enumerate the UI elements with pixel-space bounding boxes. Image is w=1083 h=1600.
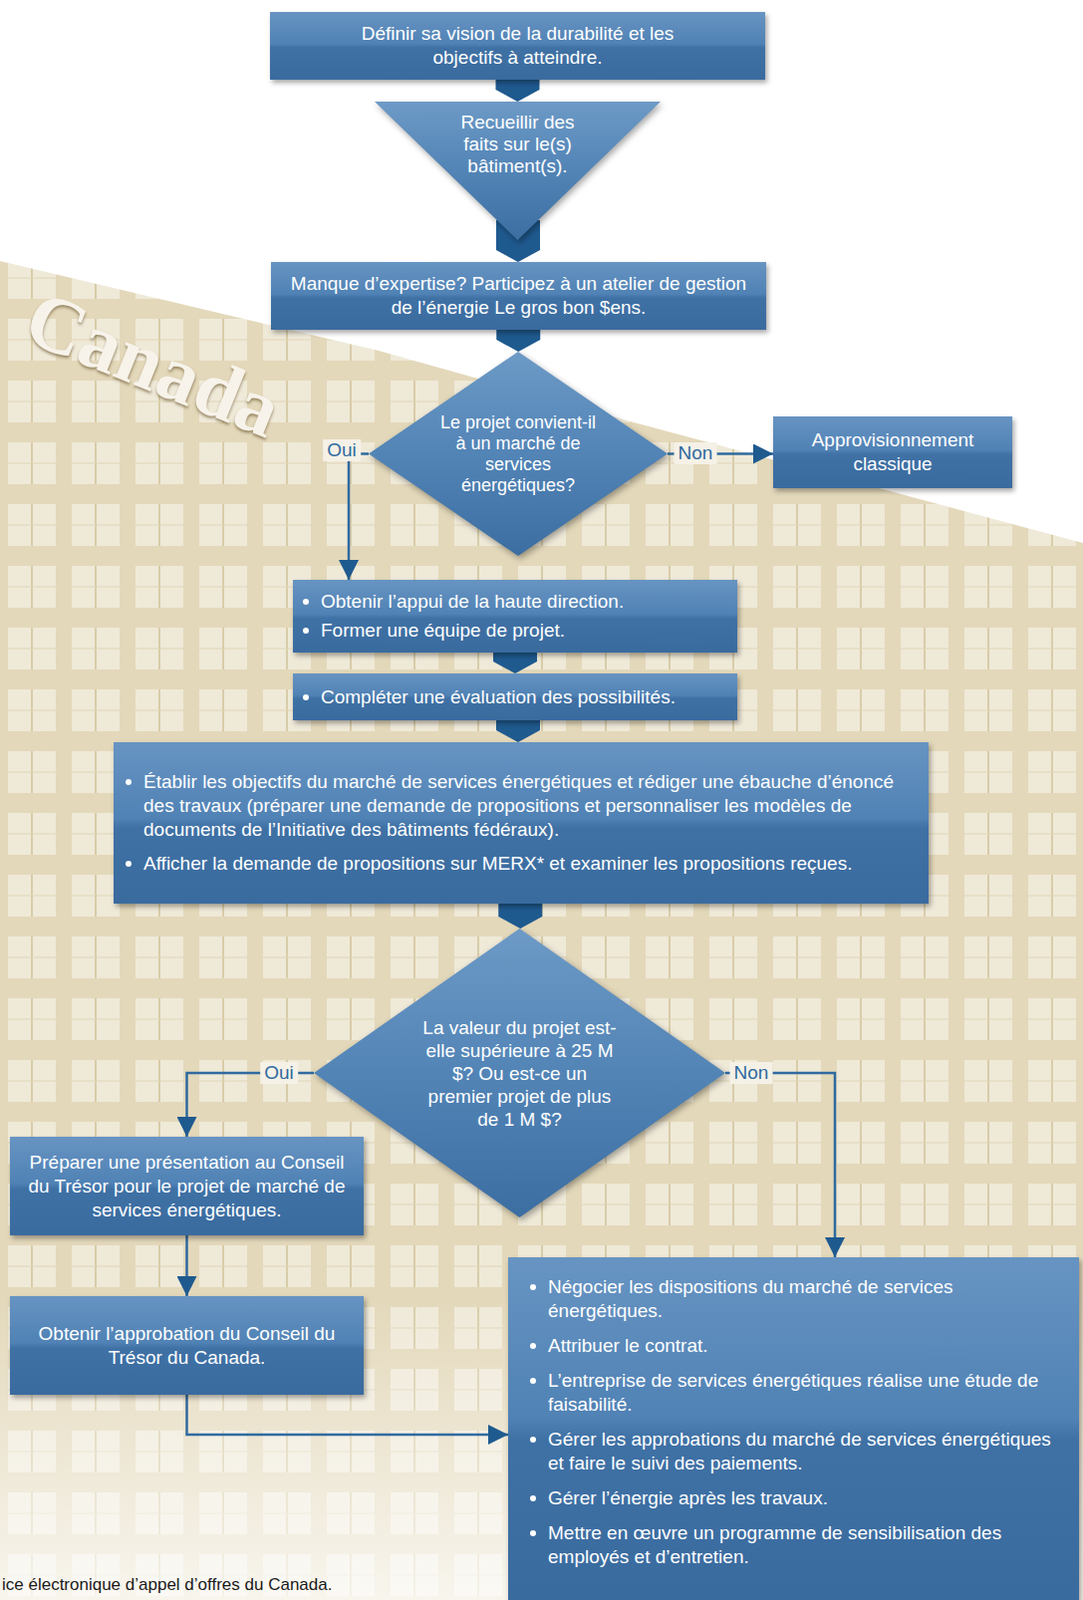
node-text: Le projet convient-il à un marché de ser… — [433, 412, 603, 497]
bullet-item: Attribuer le contrat. — [530, 1334, 1064, 1358]
bullet-dot — [125, 779, 132, 786]
node-text: Obtenir l’approbation du Conseil du Trés… — [37, 1322, 337, 1370]
shape-fill — [313, 928, 726, 1218]
text-group: Recueillir des faits sur le(s) bâtiment(… — [442, 111, 594, 178]
building-sign: Canada — [14, 274, 293, 453]
bullet-item: Établir les objectifs du marché de servi… — [125, 770, 913, 842]
bullet-item: Compléter une évaluation des possibilité… — [302, 685, 726, 710]
flow-arrow — [348, 454, 369, 581]
bullet-item: Gérer les approbations du marché de serv… — [530, 1427, 1064, 1476]
text-group: Négocier les dispositions du marché de s… — [530, 1275, 1064, 1570]
flow-arrow — [725, 1073, 835, 1258]
shape-fill — [368, 351, 668, 556]
shape-fill — [374, 101, 661, 241]
edge-label: Non — [730, 1062, 774, 1084]
node-text: La valeur du projet est-elle supérieure … — [420, 1016, 620, 1131]
text-group: Établir les objectifs du marché de servi… — [125, 770, 913, 876]
process-box: Préparer une présentation au Conseil du … — [9, 1136, 364, 1236]
node-text: Recueillir des faits sur le(s) bâtiment(… — [442, 111, 594, 178]
process-box: Définir sa vision de la durabilité et le… — [270, 11, 766, 80]
decision-diamond: La valeur du projet est-elle supérieure … — [313, 928, 726, 1218]
bullet-item: Obtenir l’appui de la haute direction. — [302, 589, 726, 614]
bullet-dot — [302, 694, 309, 701]
process-box: Obtenir l’approbation du Conseil du Trés… — [9, 1296, 364, 1395]
bullet-text: Attribuer le contrat. — [547, 1334, 709, 1358]
bullet-text: Négocier les dispositions du marché de s… — [547, 1275, 1064, 1324]
bullet-item: Mettre en œuvre un programme de sensibil… — [530, 1521, 1064, 1570]
bullet-text: Afficher la demande de propositions sur … — [143, 851, 852, 876]
node-text: Approvisionnement classique — [787, 428, 999, 477]
text-group: Préparer une présentation au Conseil du … — [19, 1150, 354, 1223]
text-group: Manque d’expertise? Participez à un atel… — [284, 271, 754, 320]
text-group: Définir sa vision de la durabilité et le… — [343, 21, 693, 70]
text-group: Approvisionnement classique — [787, 428, 999, 477]
terminal-box: Approvisionnement classique — [773, 416, 1013, 489]
bullet-item: Former une équipe de projet. — [302, 618, 726, 643]
bullet-item: L’entreprise de services énergétiques ré… — [530, 1368, 1064, 1417]
edge-label: Oui — [322, 439, 361, 462]
bullet-dot — [530, 1284, 537, 1291]
bullet-dot — [530, 1377, 537, 1384]
data-triangle: Recueillir des faits sur le(s) bâtiment(… — [374, 101, 661, 241]
bullet-text: Former une équipe de projet. — [320, 618, 565, 643]
bullet-dot — [302, 598, 309, 605]
bullet-text: Compléter une évaluation des possibilité… — [320, 685, 676, 710]
process-box: Obtenir l’appui de la haute direction. Fo… — [292, 579, 738, 653]
bullet-text: Obtenir l’appui de la haute direction. — [320, 589, 624, 614]
bullet-dot — [302, 627, 309, 634]
node-text: Manque d’expertise? Participez à un atel… — [284, 271, 754, 320]
node-text: Définir sa vision de la durabilité et le… — [343, 21, 693, 70]
text-group: Obtenir l’approbation du Conseil du Trés… — [37, 1322, 337, 1370]
process-box: Manque d’expertise? Participez à un atel… — [270, 262, 767, 330]
text-group: Le projet convient-il à un marché de ser… — [433, 412, 603, 497]
bullet-item: Gérer l’énergie après les travaux. — [530, 1486, 1064, 1511]
flow-arrow — [185, 1235, 189, 1297]
bullet-dot — [530, 1530, 537, 1537]
edge-label: Non — [674, 442, 718, 465]
bullet-dot — [125, 860, 132, 867]
process-box: Compléter une évaluation des possibilité… — [292, 673, 738, 721]
node-text: Préparer une présentation au Conseil du … — [19, 1150, 354, 1223]
text-group: Obtenir l’appui de la haute direction. Fo… — [302, 589, 726, 643]
text-group: La valeur du projet est-elle supérieure … — [420, 1016, 620, 1131]
bullet-text: Gérer l’énergie après les travaux. — [547, 1486, 828, 1511]
bullet-text: Gérer les approbations du marché de serv… — [547, 1427, 1064, 1476]
flow-arrow — [187, 1394, 510, 1435]
bullet-dot — [530, 1436, 537, 1443]
bullet-dot — [530, 1495, 537, 1502]
bullet-item: Afficher la demande de propositions sur … — [125, 851, 913, 876]
text-group: Compléter une évaluation des possibilité… — [302, 685, 726, 710]
edge-label: Oui — [260, 1062, 298, 1084]
decision-diamond: Le projet convient-il à un marché de ser… — [368, 351, 668, 556]
bullet-dot — [530, 1343, 537, 1350]
footnote: ice électronique d’appel d’offres du Can… — [1, 1575, 332, 1596]
bullet-item: Négocier les dispositions du marché de s… — [530, 1275, 1064, 1324]
bullet-text: Mettre en œuvre un programme de sensibil… — [547, 1521, 1064, 1570]
bullet-text: L’entreprise de services énergétiques ré… — [547, 1368, 1064, 1417]
building-facade — [0, 261, 1083, 1600]
bullet-text: Établir les objectifs du marché de servi… — [143, 770, 913, 842]
process-box: Établir les objectifs du marché de servi… — [113, 742, 929, 904]
process-box: Négocier les dispositions du marché de s… — [508, 1257, 1080, 1600]
